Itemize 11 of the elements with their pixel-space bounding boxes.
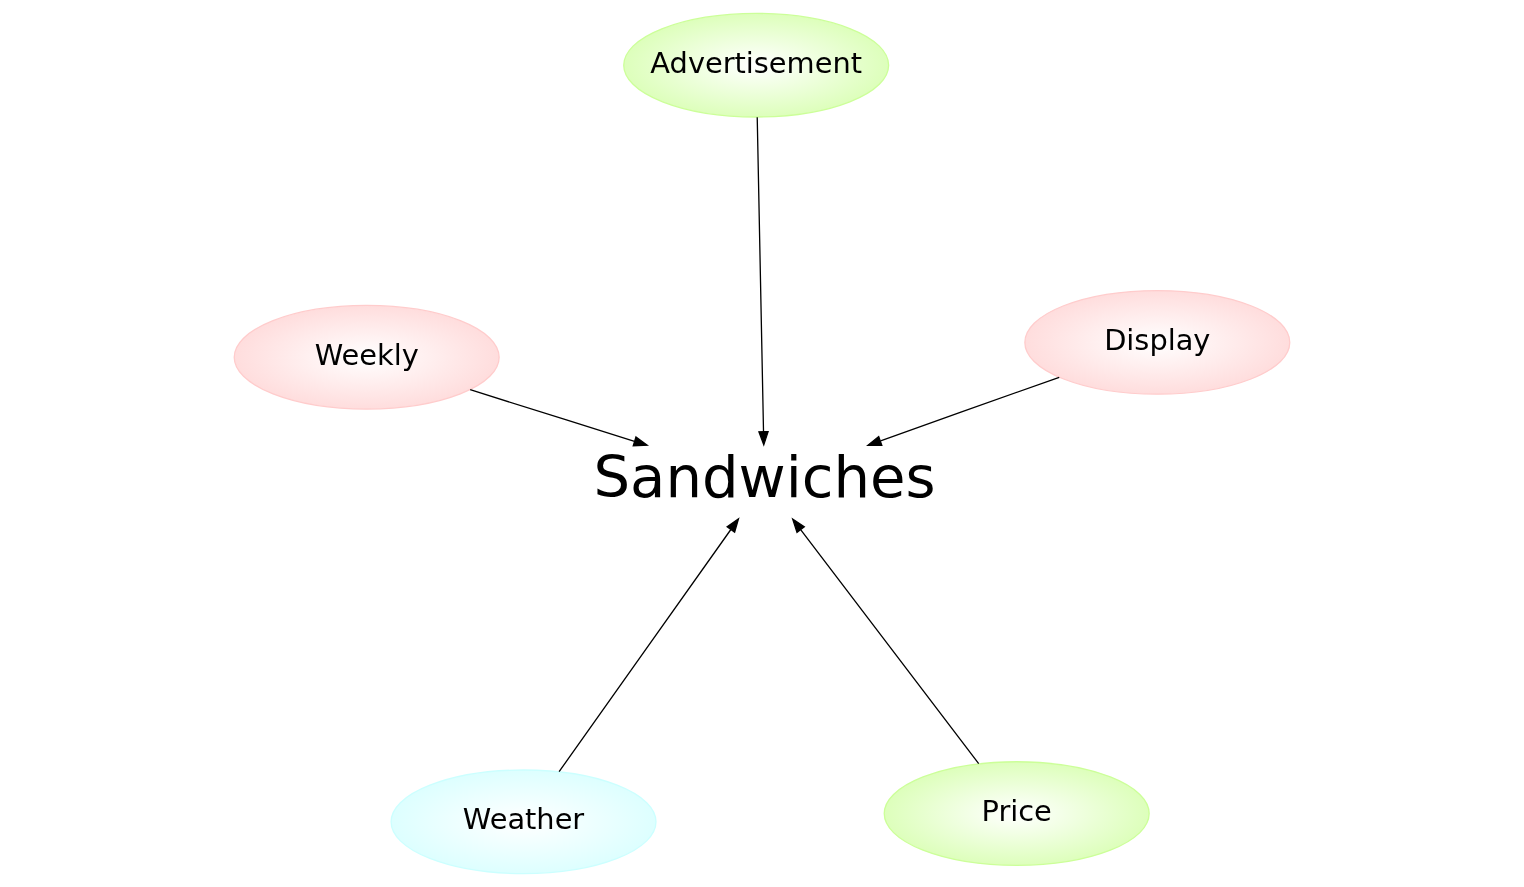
node-ellipse: Weather — [390, 769, 657, 875]
arrow — [558, 517, 740, 773]
arrow — [791, 517, 980, 765]
arrow — [756, 116, 769, 447]
node-ellipse: Weekly — [233, 304, 500, 410]
node-text: Sandwiches — [593, 442, 936, 511]
arrow — [469, 389, 650, 447]
arrow — [866, 376, 1060, 446]
node-ellipse: Advertisement — [623, 12, 890, 118]
node-ellipse: Price — [883, 761, 1150, 866]
node-ellipse: Display — [1024, 289, 1291, 395]
